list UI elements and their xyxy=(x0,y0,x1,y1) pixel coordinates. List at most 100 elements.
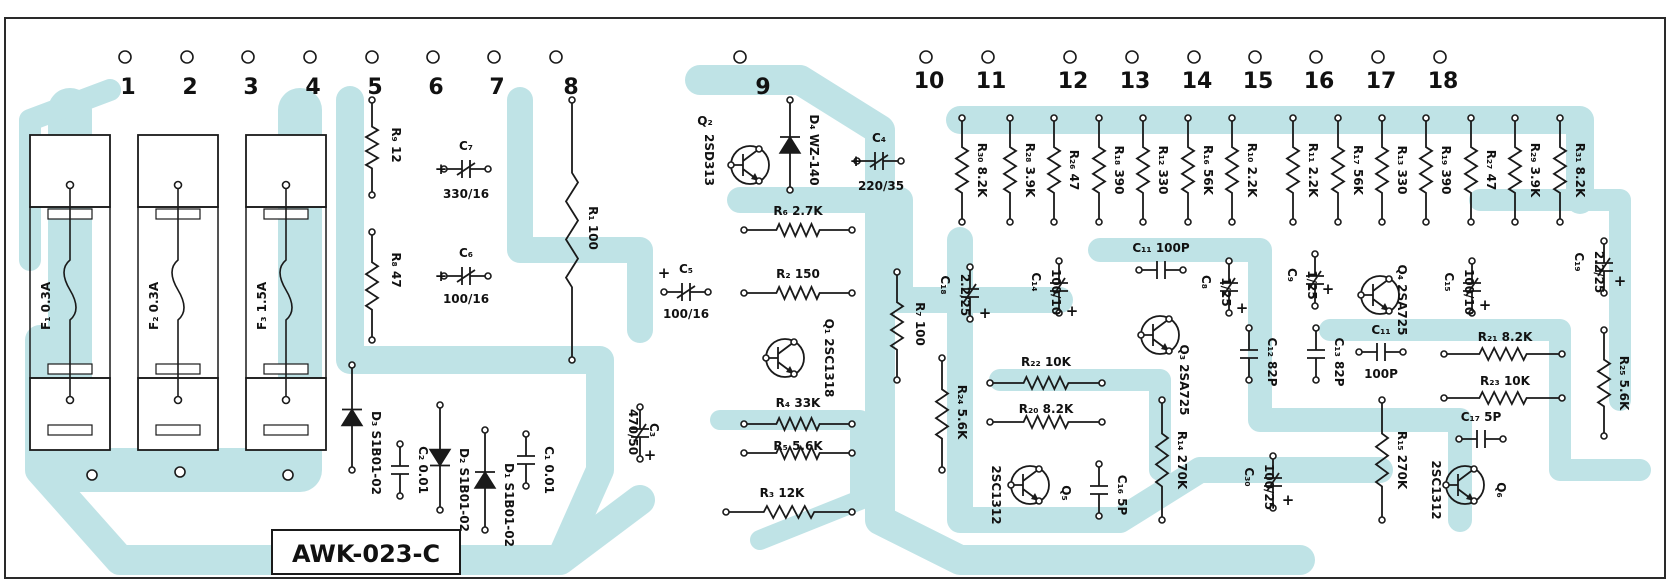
fuse-f2: F₂ 0.3A xyxy=(137,134,219,451)
transistor-label: Q₁ 2SC1318 xyxy=(822,319,836,398)
polarity-plus-mark: + xyxy=(850,152,863,170)
polarity-plus-mark: + xyxy=(1479,296,1492,314)
terminal-pad-2 xyxy=(180,50,194,64)
resistor: R₁₀ 2.2K xyxy=(1224,114,1259,226)
capacitor-value: 470/50 xyxy=(626,409,640,455)
terminal-pad-9 xyxy=(733,50,747,64)
resistor-label: R₁₅ 270K xyxy=(1395,431,1409,490)
resistor: R₃ 12K xyxy=(722,486,856,520)
terminal-number-8: 8 xyxy=(563,75,578,100)
capacitor-value: 100P xyxy=(1364,367,1398,381)
capacitor-label: C₆ xyxy=(459,246,473,260)
resistor-label: R₂₅ 5.6K xyxy=(1617,356,1631,411)
fuse-f2-label: F₂ 0.3A xyxy=(147,281,161,330)
resistor-label: R₇ 100 xyxy=(913,302,927,346)
polarity-plus-mark: + xyxy=(644,446,657,464)
capacitor: C₄ 220/35 + xyxy=(850,131,905,193)
capacitor: C₁₆ 5P xyxy=(1090,460,1129,520)
capacitor: C₁ 0.01 xyxy=(517,430,556,494)
capacitor-label: C₁₃ 82P xyxy=(1332,338,1346,387)
terminal-number-2: 2 xyxy=(182,75,197,100)
terminal-pad-3 xyxy=(241,50,255,64)
terminal-number-10: 10 xyxy=(914,69,945,94)
resistor-label: R₁₁ 2.2K xyxy=(1306,143,1320,198)
resistor-label: R₆ 2.7K xyxy=(773,204,823,218)
capacitor-label: C₂ 0.01 xyxy=(416,446,430,494)
resistor: R₁₇ 56K xyxy=(1330,114,1365,226)
transistor-label: Q₂ xyxy=(697,114,712,128)
capacitor-label: C₁₁ 100P xyxy=(1132,241,1190,255)
terminal-pad-17 xyxy=(1371,50,1385,64)
resistor-label: R₁₈ 390 xyxy=(1112,146,1126,195)
capacitor-value: 100/16 xyxy=(663,307,709,321)
resistor: R₁₉ 390 xyxy=(1418,114,1453,226)
resistor-label: R₃ 12K xyxy=(760,486,805,500)
fuse-f1: F₁ 0.3A xyxy=(29,134,111,451)
capacitor-label: C₄ xyxy=(872,131,886,145)
resistor-label: R₂₆ 47 xyxy=(1067,150,1081,191)
terminal-pad-8 xyxy=(549,50,563,64)
resistor-label: R₁ 100 xyxy=(586,206,600,250)
transistor-label: Q₄ 2SA725 xyxy=(1395,265,1409,336)
resistor: R₃₁ 8.2K xyxy=(1552,114,1587,226)
resistor: R₂₁ 8.2K xyxy=(1440,330,1566,363)
resistor-label: R₂ 150 xyxy=(776,267,820,281)
capacitor-label: C₁₇ 5P xyxy=(1461,410,1502,424)
terminal-number-4: 4 xyxy=(305,75,320,100)
capacitor-value: 100/16 xyxy=(443,292,489,306)
terminal-number-17: 17 xyxy=(1366,69,1397,94)
resistor: R₂₉ 3.9K xyxy=(1507,114,1542,226)
resistor: R₁ 100 xyxy=(564,96,600,364)
resistor-label: R₃₁ 8.2K xyxy=(1573,143,1587,198)
fuse-block: F₁ 0.3A F₂ 0.3A F₃ 1.5A xyxy=(29,134,327,481)
resistor-label: R₂₀ 8.2K xyxy=(1019,402,1074,416)
resistor: R₆ 2.7K xyxy=(740,204,856,239)
resistor-label: R₅ 5.6K xyxy=(773,439,823,453)
transistor: Q₄ 2SA725 xyxy=(1357,265,1409,336)
capacitor: C₁₁ 100P xyxy=(1355,323,1407,381)
resistor: R₂₃ 10K xyxy=(1440,374,1566,407)
terminal-number-9: 9 xyxy=(755,75,770,100)
capacitor: C₁₂ 82P xyxy=(1240,324,1279,387)
capacitor-value: 330/16 xyxy=(443,187,489,201)
capacitor-value: 100/10 xyxy=(1049,269,1063,315)
resistor-label: R₂₁ 8.2K xyxy=(1478,330,1533,344)
capacitor-value: 2.2/25 xyxy=(958,274,972,316)
resistor-label: R₃₀ 8.2K xyxy=(975,143,989,198)
capacitors: C₇330/16+C₆100/16+C₄220/35+C₅100/16+C₃47… xyxy=(391,131,1626,520)
resistor-label: R₁₆ 56K xyxy=(1201,145,1215,196)
terminal-number-7: 7 xyxy=(489,75,504,100)
resistor: R₈ 47 xyxy=(364,228,403,344)
diode: D₂ S1B01-02 xyxy=(428,401,471,532)
capacitor-label: C₁₁ xyxy=(1371,323,1390,337)
resistor: R₁₅ 270K xyxy=(1374,396,1409,524)
capacitor: C₁₇ 5P xyxy=(1455,410,1507,448)
capacitor: C₂ 0.01 xyxy=(391,440,430,500)
terminal-number-12: 12 xyxy=(1058,69,1089,94)
capacitor-label: C₁₈ xyxy=(938,275,952,294)
capacitor-label: C₁₅ xyxy=(1442,272,1456,291)
resistor-label: R₂₃ 10K xyxy=(1480,374,1531,388)
resistor: R₇ 100 xyxy=(889,268,927,384)
terminal-number-13: 13 xyxy=(1120,69,1151,94)
resistor: R₂₀ 8.2K xyxy=(986,402,1106,431)
terminal-pad-16 xyxy=(1309,50,1323,64)
board-code: AWK-023-C xyxy=(292,540,440,568)
capacitor-value: 220/35 xyxy=(858,179,904,193)
capacitor-value: 1/25 xyxy=(1219,277,1233,306)
terminal-pads xyxy=(118,50,1447,64)
resistor: R₁₁ 2.2K xyxy=(1285,114,1320,226)
terminal-pad-7 xyxy=(487,50,501,64)
transistor-type: 2SC1312 xyxy=(989,465,1003,524)
diode-label: D₄ WZ-140 xyxy=(807,114,821,185)
terminal-pad-6 xyxy=(426,50,440,64)
